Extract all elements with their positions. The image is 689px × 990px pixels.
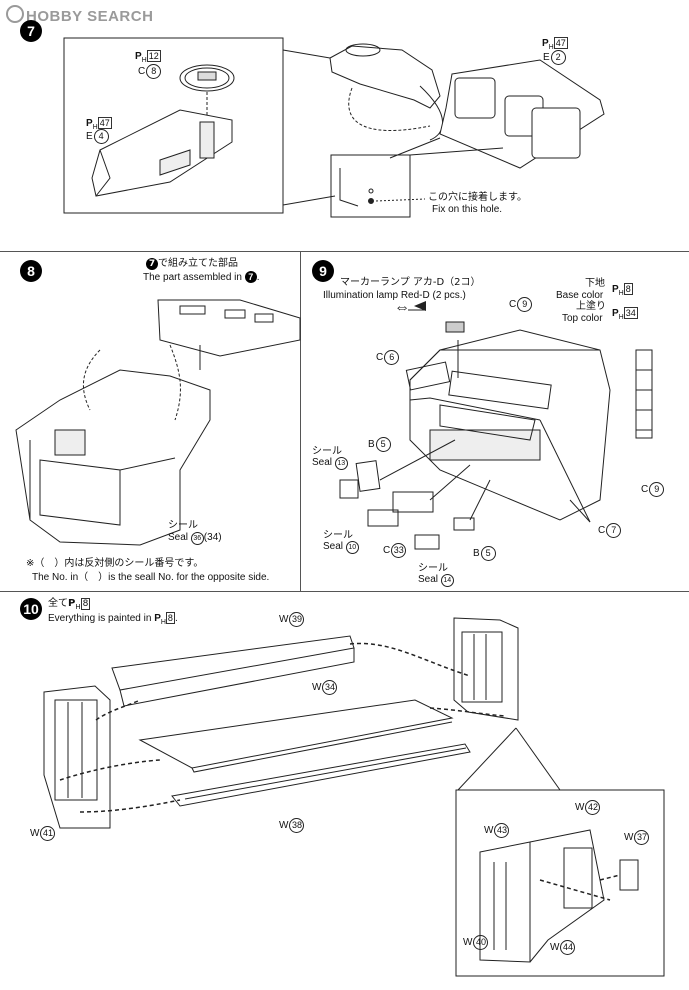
double-arrow-icon: ⇔ — [394, 299, 410, 316]
step-8-seal-jp: シール — [168, 520, 198, 531]
step-9-lamp-en: Illumination lamp Red-D (2 pcs.) — [323, 290, 466, 301]
step-9-seal13-en: Seal 13 — [312, 457, 348, 470]
step-8-seal-en: Seal 36(34) — [168, 532, 222, 545]
step-9-seal13-jp: シール — [312, 446, 342, 457]
logo-text: HOBBY SEARCH — [26, 8, 154, 25]
step-8-ref-step-badge-2: 7 — [244, 271, 257, 283]
step-8-note-jp: ※（ ）内は反対側のシール番号です。 — [26, 558, 204, 569]
step-9-base-jp: 下地 — [585, 278, 605, 289]
step-7-badge: 7 — [20, 20, 42, 42]
step-7-note-en: Fix on this hole. — [432, 204, 503, 215]
step-9-seal14-jp: シール — [418, 563, 448, 574]
divider-top — [0, 251, 689, 252]
divider-vertical — [300, 251, 301, 591]
step-7-note-jp: この穴に接着します。 — [428, 192, 527, 203]
step-8-ref-en: The part assembled in 7. — [143, 271, 260, 283]
step-8-note-en: The No. in（ ）is the seall No. for the op… — [32, 572, 270, 583]
hobby-search-logo: HOBBY SEARCH — [6, 5, 153, 25]
step-9-base-en: Base color — [556, 290, 604, 301]
logo-mark-icon — [6, 5, 24, 23]
step-7-detail-frame — [63, 37, 284, 214]
step-10-badge: 10 — [20, 598, 42, 620]
step-8-ref-step-badge: 7 — [146, 258, 158, 270]
step-9-badge: 9 — [312, 260, 334, 282]
divider-middle — [0, 591, 689, 592]
step-9-seal14-en: Seal 14 — [418, 574, 454, 587]
step-9-lamp-jp: マーカーランプ アカ-D（2コ） — [340, 277, 481, 288]
step-9-seal10-en: Seal 10 — [323, 541, 359, 554]
step-9-top-jp: 上塗り — [576, 301, 606, 312]
step-9-top-en: Top color — [562, 313, 603, 324]
step-8-badge: 8 — [20, 260, 42, 282]
step-9-seal10-jp: シール — [323, 530, 353, 541]
step-7-inset-frame — [330, 154, 411, 218]
